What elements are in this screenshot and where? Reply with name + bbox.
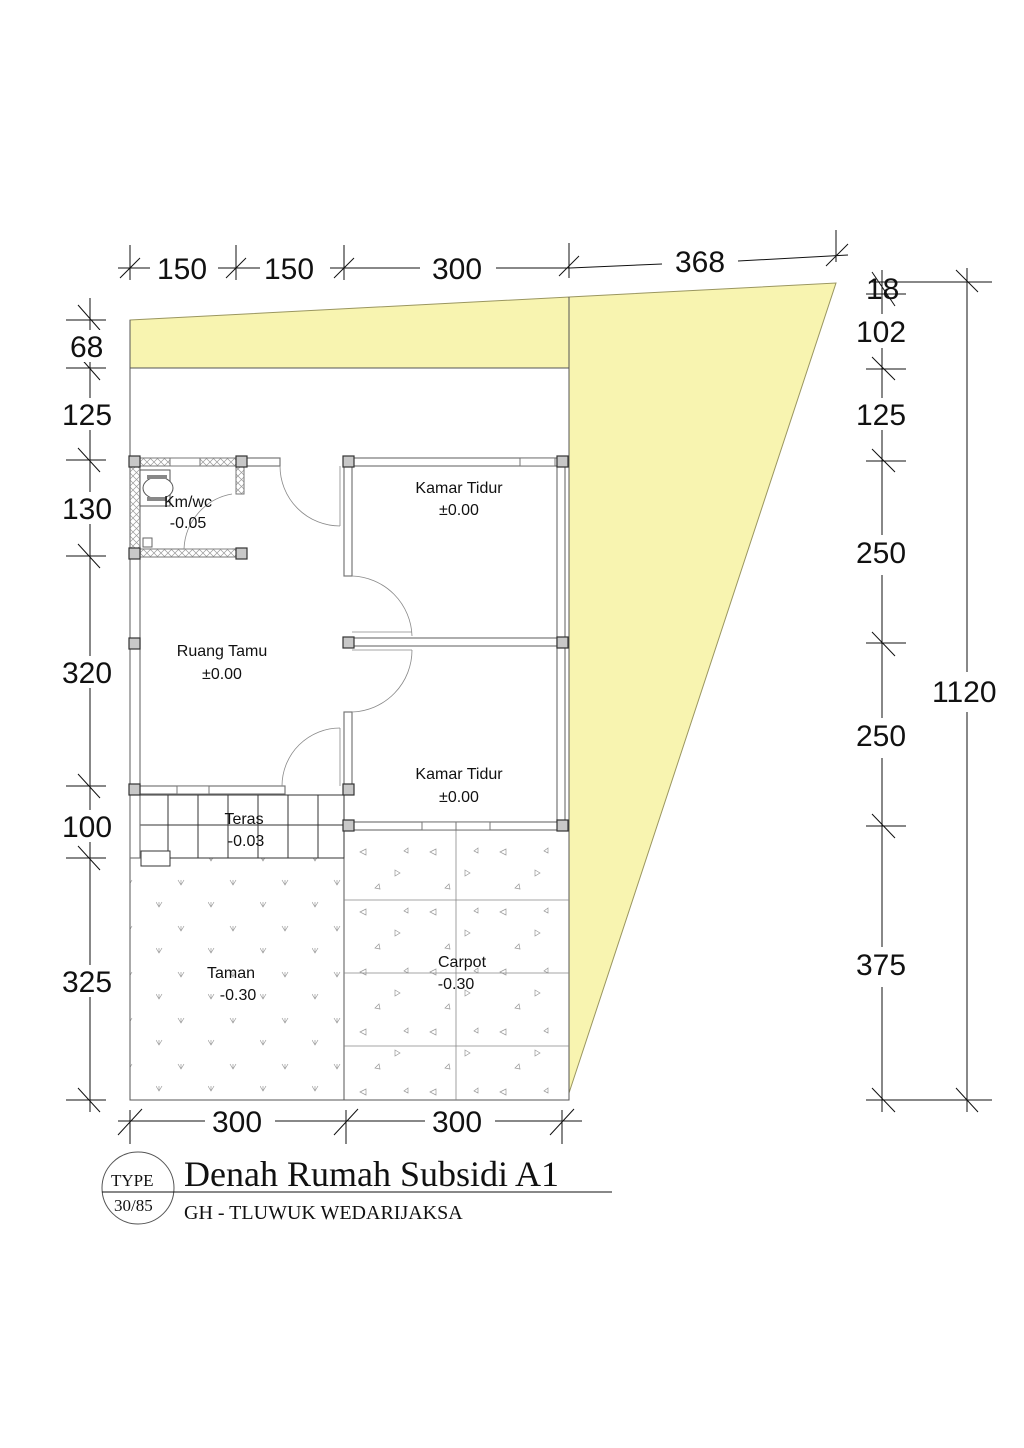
- columns: [128, 455, 569, 832]
- svg-text:300: 300: [212, 1106, 262, 1139]
- svg-text:325: 325: [62, 966, 112, 999]
- svg-text:68: 68: [70, 331, 103, 364]
- carport-joints: [344, 830, 569, 1100]
- room-level-kmwc: -0.05: [170, 515, 207, 532]
- svg-text:300: 300: [432, 1106, 482, 1139]
- svg-text:300: 300: [432, 253, 482, 286]
- room-name-carpot: Carpot: [438, 954, 487, 971]
- svg-text:130: 130: [62, 493, 112, 526]
- room-level-teras: -0.03: [228, 833, 265, 850]
- svg-text:150: 150: [157, 253, 207, 286]
- room-name-kamar-tidur-2: Kamar Tidur: [415, 766, 503, 783]
- room-name-taman: Taman: [207, 965, 255, 982]
- doors: [183, 465, 413, 787]
- svg-text:375: 375: [856, 949, 906, 982]
- svg-text:368: 368: [675, 246, 725, 279]
- svg-text:320: 320: [62, 657, 112, 690]
- svg-text:18: 18: [866, 273, 899, 306]
- room-level-carpot: -0.30: [438, 976, 475, 993]
- svg-text:250: 250: [856, 537, 906, 570]
- type-badge-label: TYPE: [111, 1171, 154, 1190]
- room-labels: Km/wc -0.05 Kamar Tidur ±0.00 Ruang Tamu…: [164, 480, 503, 1004]
- dimension-bottom: 300 300: [117, 1106, 582, 1144]
- svg-text:125: 125: [856, 399, 906, 432]
- room-name-kamar-tidur-1: Kamar Tidur: [415, 480, 503, 497]
- svg-text:150: 150: [264, 253, 314, 286]
- svg-text:250: 250: [856, 720, 906, 753]
- room-name-ruang-tamu: Ruang Tamu: [177, 643, 267, 660]
- room-name-kmwc: Km/wc: [164, 494, 212, 511]
- yard-side-triangle: [568, 282, 837, 1094]
- room-level-kamar-tidur-1: ±0.00: [439, 502, 479, 519]
- svg-text:125: 125: [62, 399, 112, 432]
- dimension-top: 150 150 300 368: [118, 230, 849, 286]
- title-block: TYPE 30/85 Denah Rumah Subsidi A1 GH - T…: [101, 1151, 612, 1225]
- carport-area: [343, 829, 570, 1101]
- dimension-right: 18 102 125 250 250 375 1120: [852, 268, 1006, 1113]
- room-level-ruang-tamu: ±0.00: [202, 666, 242, 683]
- type-badge-value: 30/85: [114, 1196, 153, 1215]
- taman-area: [129, 857, 345, 1101]
- svg-text:102: 102: [856, 316, 906, 349]
- yard-top-strip: [129, 296, 570, 369]
- room-name-teras: Teras: [224, 811, 263, 828]
- svg-text:1120: 1120: [932, 676, 997, 709]
- dimension-left: 68 125 130 320 100 325: [60, 298, 120, 1113]
- room-level-kamar-tidur-2: ±0.00: [439, 789, 479, 806]
- drawing-subtitle: GH - TLUWUK WEDARIJAKSA: [184, 1202, 463, 1224]
- toilet-icon: [139, 469, 174, 548]
- drawing-title: Denah Rumah Subsidi A1: [184, 1154, 559, 1194]
- teras-tiles: [139, 794, 345, 867]
- svg-text:100: 100: [62, 811, 112, 844]
- room-level-taman: -0.30: [220, 987, 257, 1004]
